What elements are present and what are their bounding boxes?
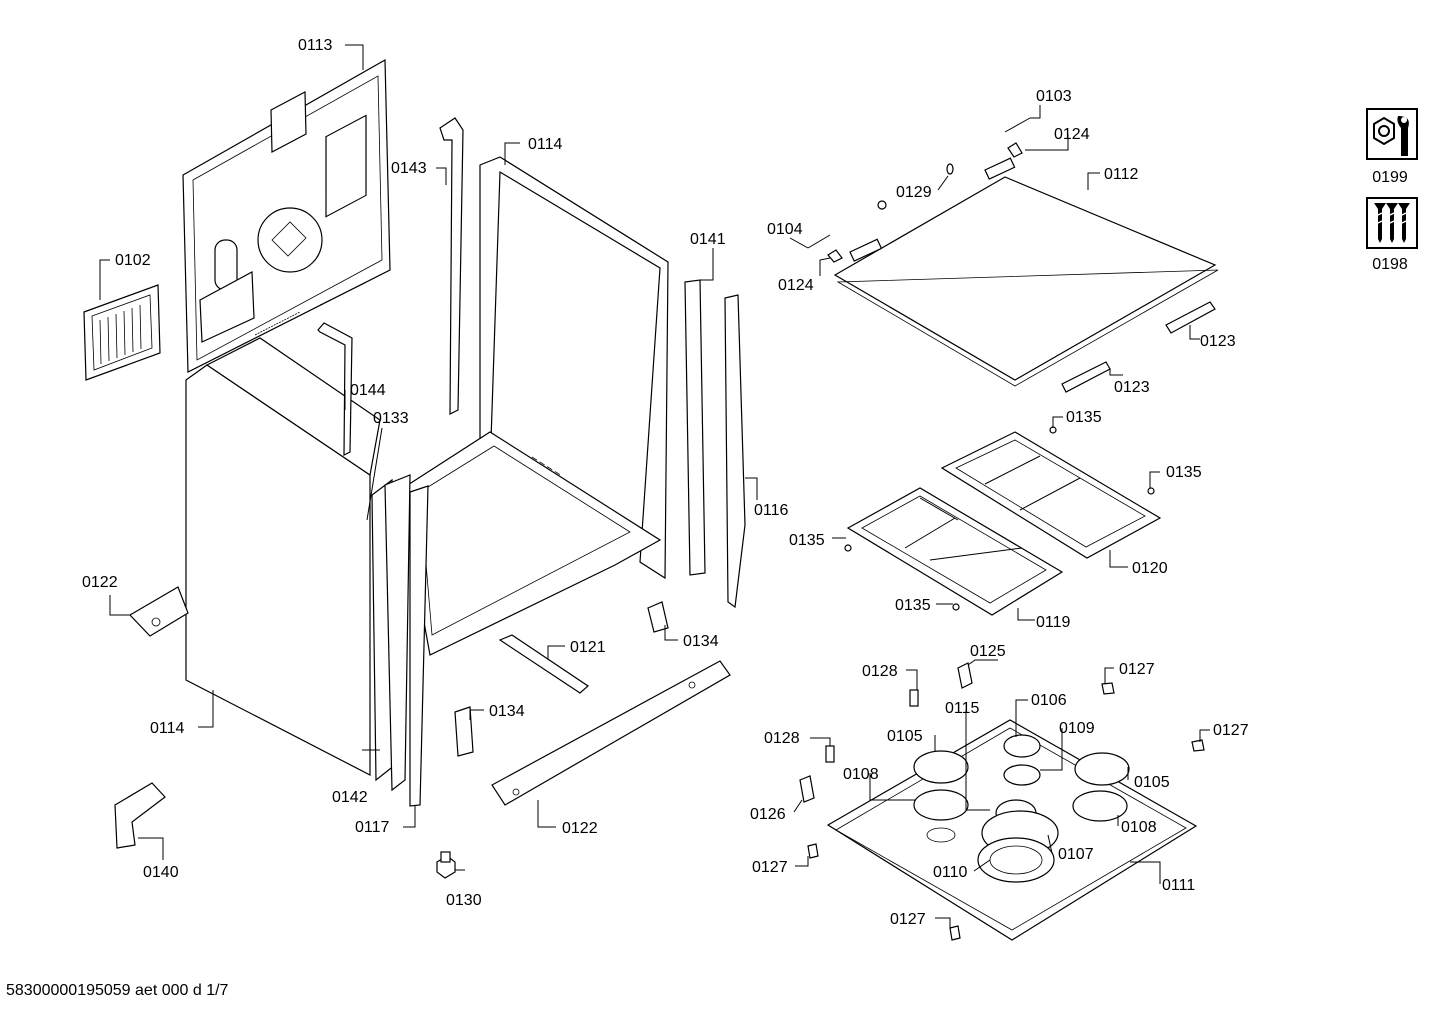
label-0127-top[interactable]: 0127 xyxy=(1119,661,1155,678)
vent-grille-part xyxy=(83,284,161,381)
label-0111[interactable]: 0111 xyxy=(1162,877,1195,894)
vertical-rail-part xyxy=(439,117,464,415)
leader-lines xyxy=(99,44,1210,928)
label-0116[interactable]: 0116 xyxy=(754,502,789,519)
label-0135-d[interactable]: 0135 xyxy=(895,597,931,614)
label-0142[interactable]: 0142 xyxy=(332,789,368,806)
icon-code-0198: 0198 xyxy=(1372,256,1408,273)
label-0113[interactable]: 0113 xyxy=(298,37,333,54)
back-panel-part xyxy=(182,58,391,373)
clip-part xyxy=(454,601,669,757)
label-0141[interactable]: 0141 xyxy=(690,231,726,248)
label-0128-lower[interactable]: 0128 xyxy=(764,730,800,747)
pan-support-left-part xyxy=(846,487,1064,616)
front-frame-part xyxy=(371,474,429,807)
label-0143[interactable]: 0143 xyxy=(391,160,427,177)
label-0119[interactable]: 0119 xyxy=(1036,614,1071,631)
left-side-panel-part xyxy=(185,337,381,776)
label-0106[interactable]: 0106 xyxy=(1031,692,1067,709)
side-rail-right-part xyxy=(684,279,746,609)
adjustable-foot-part xyxy=(436,851,456,879)
label-0144[interactable]: 0144 xyxy=(350,382,386,399)
runner-rail-part xyxy=(498,634,589,694)
icon-code-0199: 0199 xyxy=(1372,169,1408,186)
label-0134-upper[interactable]: 0134 xyxy=(683,633,719,650)
label-0124-lower[interactable]: 0124 xyxy=(778,277,814,294)
screw-part xyxy=(807,117,1031,263)
label-0122-long[interactable]: 0122 xyxy=(562,820,598,837)
label-0110[interactable]: 0110 xyxy=(933,864,968,881)
part-labels: 0113 0102 0143 0114 0141 0144 0133 0116 … xyxy=(82,37,1249,928)
label-0127-right[interactable]: 0127 xyxy=(1213,722,1249,739)
label-0135-c[interactable]: 0135 xyxy=(789,532,825,549)
hinge-trim-part xyxy=(1061,301,1216,393)
oven-tray-part xyxy=(399,431,662,656)
label-0103[interactable]: 0103 xyxy=(1036,88,1072,105)
label-0130[interactable]: 0130 xyxy=(446,892,482,909)
label-0123-mid[interactable]: 0123 xyxy=(1114,379,1150,396)
label-0127-bottom[interactable]: 0127 xyxy=(890,911,926,928)
burner-part xyxy=(913,734,1130,883)
label-0108-left[interactable]: 0108 xyxy=(843,766,879,783)
document-id: 58300000195059 aet 000 d 1/7 xyxy=(6,982,229,999)
label-0126[interactable]: 0126 xyxy=(750,806,786,823)
hob-clip-part xyxy=(799,662,1205,941)
label-0133[interactable]: 0133 xyxy=(373,410,409,427)
label-0135-a[interactable]: 0135 xyxy=(1066,409,1102,426)
label-0102[interactable]: 0102 xyxy=(115,252,151,269)
label-0117[interactable]: 0117 xyxy=(355,819,390,836)
label-0122-left[interactable]: 0122 xyxy=(82,574,118,591)
bracket-left-part xyxy=(129,586,189,637)
label-0128-top[interactable]: 0128 xyxy=(862,663,898,680)
label-0124-top[interactable]: 0124 xyxy=(1054,126,1090,143)
glass-lid-part xyxy=(833,157,1219,387)
label-0108-right[interactable]: 0108 xyxy=(1121,819,1157,836)
label-0114-bottom[interactable]: 0114 xyxy=(150,720,185,737)
wrench-nut-icon xyxy=(1366,108,1418,160)
label-0112[interactable]: 0112 xyxy=(1104,166,1139,183)
nut-part xyxy=(844,426,1155,611)
label-0135-b[interactable]: 0135 xyxy=(1166,464,1202,481)
label-0121[interactable]: 0121 xyxy=(570,639,606,656)
label-0105-left[interactable]: 0105 xyxy=(887,728,923,745)
label-0104[interactable]: 0104 xyxy=(767,221,803,238)
inner-rail-part xyxy=(317,322,353,456)
foot-bracket-part xyxy=(114,782,166,849)
label-0115[interactable]: 0115 xyxy=(945,700,980,717)
label-0140[interactable]: 0140 xyxy=(143,864,179,881)
label-0109[interactable]: 0109 xyxy=(1059,720,1095,737)
bracket-long-part xyxy=(491,660,731,806)
label-0134-lower[interactable]: 0134 xyxy=(489,703,525,720)
screws-icon xyxy=(1366,197,1418,249)
pan-support-right-part xyxy=(940,431,1162,559)
label-0105-right[interactable]: 0105 xyxy=(1134,774,1170,791)
label-0127-lower-left[interactable]: 0127 xyxy=(752,859,788,876)
label-0107[interactable]: 0107 xyxy=(1058,846,1094,863)
label-0125[interactable]: 0125 xyxy=(970,643,1006,660)
label-0114-top[interactable]: 0114 xyxy=(528,136,563,153)
label-0129[interactable]: 0129 xyxy=(896,184,932,201)
label-0120[interactable]: 0120 xyxy=(1132,560,1168,577)
label-0123-right[interactable]: 0123 xyxy=(1200,333,1236,350)
